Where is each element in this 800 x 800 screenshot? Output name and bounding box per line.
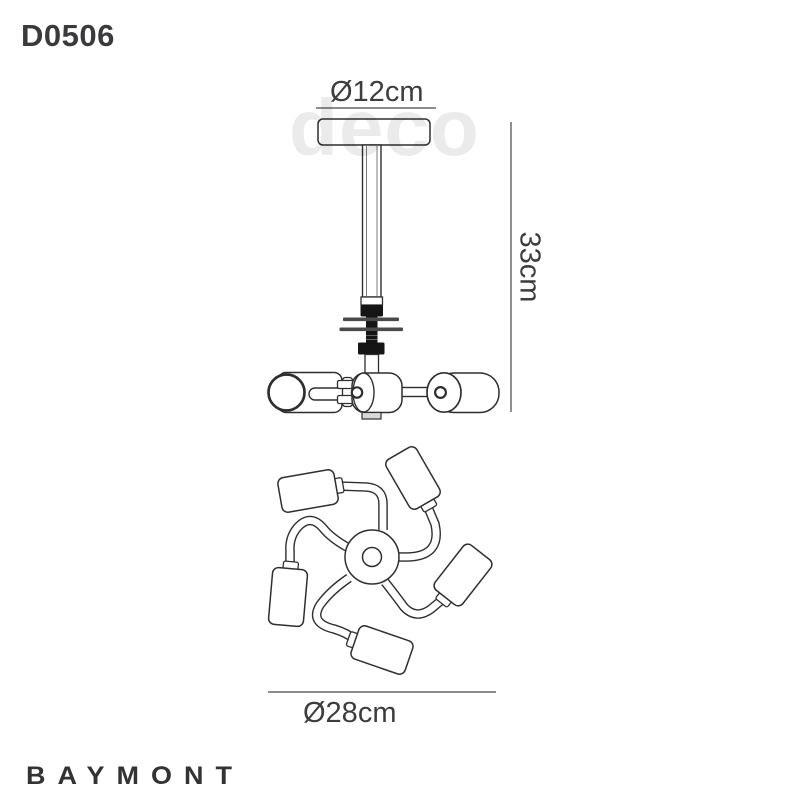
top-shades bbox=[267, 446, 493, 675]
arm-bracket bbox=[336, 376, 356, 408]
top-arms bbox=[285, 481, 447, 643]
side-right-shade-socket bbox=[434, 386, 448, 400]
side-left-shade-face bbox=[267, 373, 306, 412]
side-hub bbox=[350, 372, 403, 420]
fixture-diameter-label: Ø28cm bbox=[303, 697, 397, 729]
side-view-drawing bbox=[267, 107, 512, 420]
product-code: D0506 bbox=[21, 18, 115, 53]
side-left-shade bbox=[267, 371, 360, 414]
top-shade-4 bbox=[267, 560, 309, 628]
thread-rod-upper bbox=[366, 315, 378, 329]
top-hub-center-hole bbox=[361, 546, 383, 568]
thread-rod-lower bbox=[366, 331, 378, 344]
thread-assembly bbox=[339, 305, 403, 375]
top-hub bbox=[344, 529, 400, 585]
deco-logo-watermark: deco bbox=[289, 83, 480, 172]
brand-name: BAYMONT bbox=[26, 762, 245, 790]
height-label: 33cm bbox=[513, 231, 546, 303]
side-hub-tab bbox=[361, 411, 382, 420]
top-shade-5 bbox=[345, 625, 414, 675]
plate-diameter-label: Ø12cm bbox=[330, 76, 424, 108]
stem-rod bbox=[360, 144, 384, 306]
top-shade-1 bbox=[277, 469, 345, 513]
thread-nut-lower bbox=[358, 342, 385, 355]
stem-disc-1 bbox=[343, 317, 399, 322]
top-shade-3 bbox=[433, 543, 493, 608]
thread-nut-upper bbox=[360, 305, 383, 317]
side-right-shade bbox=[426, 371, 500, 414]
top-view-drawing bbox=[267, 446, 496, 693]
stem-disc-2 bbox=[339, 327, 403, 332]
top-shade-2 bbox=[385, 446, 441, 513]
lower-stem-rod bbox=[364, 353, 380, 375]
side-hub-socket bbox=[350, 386, 364, 399]
stem-cap bbox=[360, 296, 384, 306]
